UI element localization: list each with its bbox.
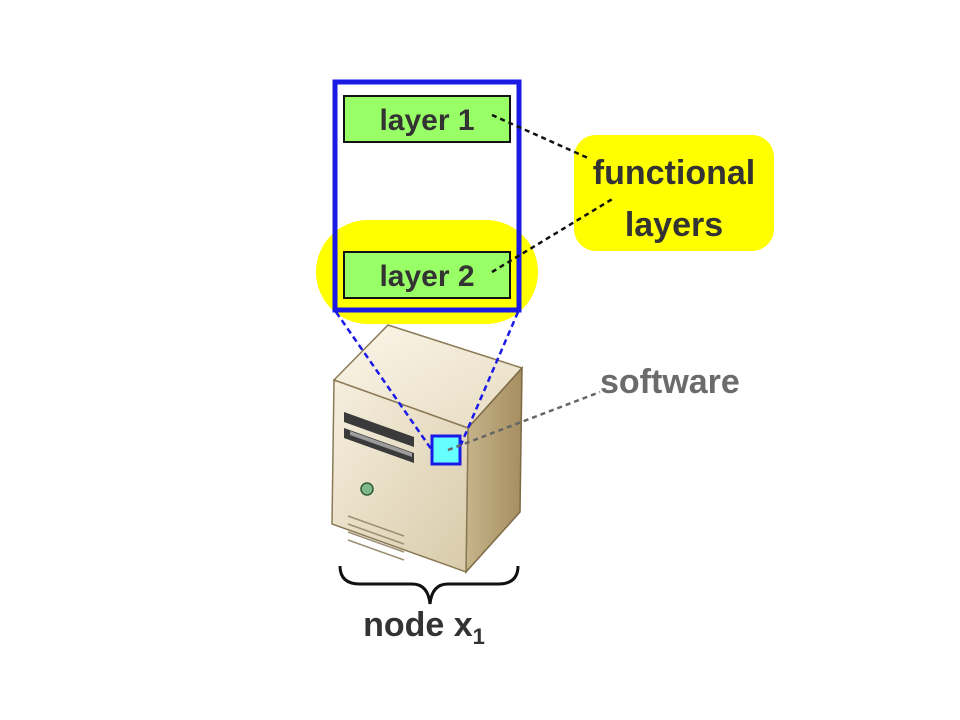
- layer-box-2: layer 2: [343, 251, 511, 299]
- functional-layers-callout: functional layers: [574, 135, 774, 251]
- layer-2-label: layer 2: [379, 260, 474, 293]
- layer-1-label: layer 1: [379, 104, 474, 137]
- server-tower-icon: [331, 324, 524, 574]
- node-brace: [338, 565, 520, 605]
- software-box: [430, 434, 462, 466]
- callout-line-2: layers: [625, 206, 723, 244]
- node-label-subscript: 1: [473, 624, 485, 649]
- connector-layer2-callout: [491, 196, 615, 274]
- connector-software: [447, 390, 601, 452]
- callout-line-1: functional: [593, 154, 755, 192]
- layer-stack-frame: [332, 79, 522, 313]
- zoom-line-right: [454, 311, 520, 457]
- node-label: node x1: [363, 606, 485, 649]
- node-label-main: node x: [363, 606, 473, 644]
- layer-box-1: layer 1: [343, 95, 511, 143]
- software-label: software: [600, 363, 740, 401]
